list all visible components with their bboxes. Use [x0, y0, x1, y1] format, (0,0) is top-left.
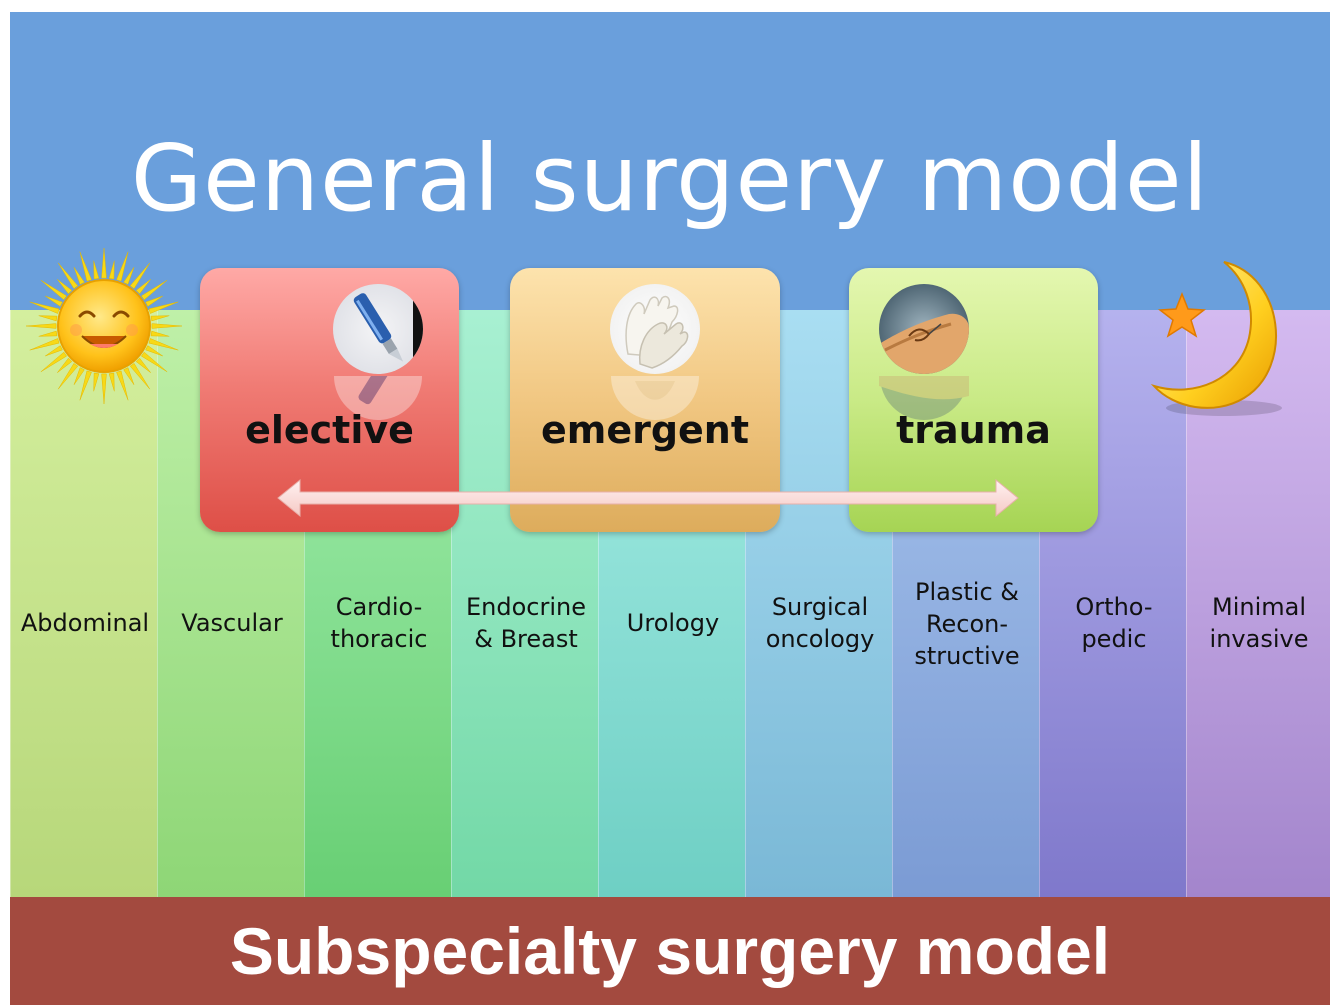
sun-ray — [108, 260, 115, 280]
star-icon — [1158, 292, 1206, 340]
sun-ray — [73, 267, 85, 285]
header-band — [10, 12, 1330, 312]
column-label: Vascular — [181, 609, 283, 637]
column-label: Plastic & Recon- structive — [914, 578, 1020, 670]
sun-ray — [25, 323, 57, 329]
sun-ray — [135, 357, 151, 373]
sun-ray — [29, 338, 60, 351]
sun-ray — [129, 363, 151, 390]
column-label: Ortho- pedic — [1075, 593, 1153, 653]
sun-ray — [116, 251, 129, 282]
sun-ray — [148, 301, 179, 314]
sun-ray — [79, 370, 92, 401]
gloves-reflection — [610, 376, 700, 436]
card-elective: elective — [200, 268, 459, 532]
sun-ray — [57, 279, 73, 295]
sun-ray — [79, 251, 92, 282]
sun-ray — [57, 262, 79, 289]
suture-hand-reflection — [879, 376, 969, 436]
card-trauma: trauma — [849, 268, 1098, 532]
sun-ray — [150, 315, 170, 322]
column-label: Cardio- thoracic — [330, 593, 428, 653]
card-label-trauma: trauma — [896, 408, 1051, 452]
sun-ray — [45, 345, 63, 357]
sun-ray — [38, 330, 58, 337]
column-label: Endocrine & Breast — [466, 593, 586, 653]
sun-ray — [40, 351, 67, 373]
sun-ray — [141, 351, 168, 373]
sun-ray — [123, 267, 135, 285]
sun-ray — [108, 372, 115, 392]
sun-ray — [40, 279, 67, 301]
sun-ray — [101, 247, 107, 279]
column-label: Abdominal — [20, 609, 150, 637]
sun-icon — [24, 246, 184, 406]
sun-ray — [135, 279, 151, 295]
sun-ray — [141, 279, 168, 301]
sun-ray — [73, 367, 85, 385]
column-label: Surgical oncology — [765, 593, 875, 653]
gloves-icon — [610, 284, 700, 374]
sun-ray — [38, 315, 58, 322]
sun-ray — [93, 260, 100, 280]
sun-ray — [145, 345, 163, 357]
sun-ray — [123, 367, 135, 385]
double-arrow — [276, 478, 1020, 518]
card-emergent: emergent — [510, 268, 780, 532]
sun-ray — [129, 262, 151, 289]
sun-ray — [116, 370, 129, 401]
sun-ray — [93, 372, 100, 392]
column-abdominal: Abdominal — [10, 310, 157, 897]
slide-title: General surgery model — [130, 125, 1210, 232]
sun-ray — [45, 295, 63, 307]
sun-ray — [101, 373, 107, 405]
scalpel-reflection — [333, 376, 423, 436]
sun-ray — [150, 330, 170, 337]
sun-ray — [145, 295, 163, 307]
slide: General surgery model Abdominal Vascular… — [10, 12, 1330, 1005]
sun-ray — [57, 363, 79, 390]
footer-title: Subspecialty surgery model — [229, 914, 1111, 988]
sun-ray — [57, 357, 73, 373]
sun-ray — [151, 323, 183, 329]
suture-hand-icon — [879, 284, 969, 374]
sun-ray — [29, 301, 60, 314]
column-orthopedic: Ortho- pedic — [1039, 310, 1186, 897]
moon-icon — [1144, 258, 1294, 428]
column-label: Urology — [626, 609, 720, 637]
scalpel-icon — [333, 284, 423, 374]
column-label: Minimal invasive — [1209, 593, 1309, 653]
card-label-elective: elective — [245, 408, 414, 452]
card-label-emergent: emergent — [540, 408, 750, 452]
footer-band: Subspecialty surgery model — [10, 897, 1330, 1005]
sun-ray — [148, 338, 179, 351]
